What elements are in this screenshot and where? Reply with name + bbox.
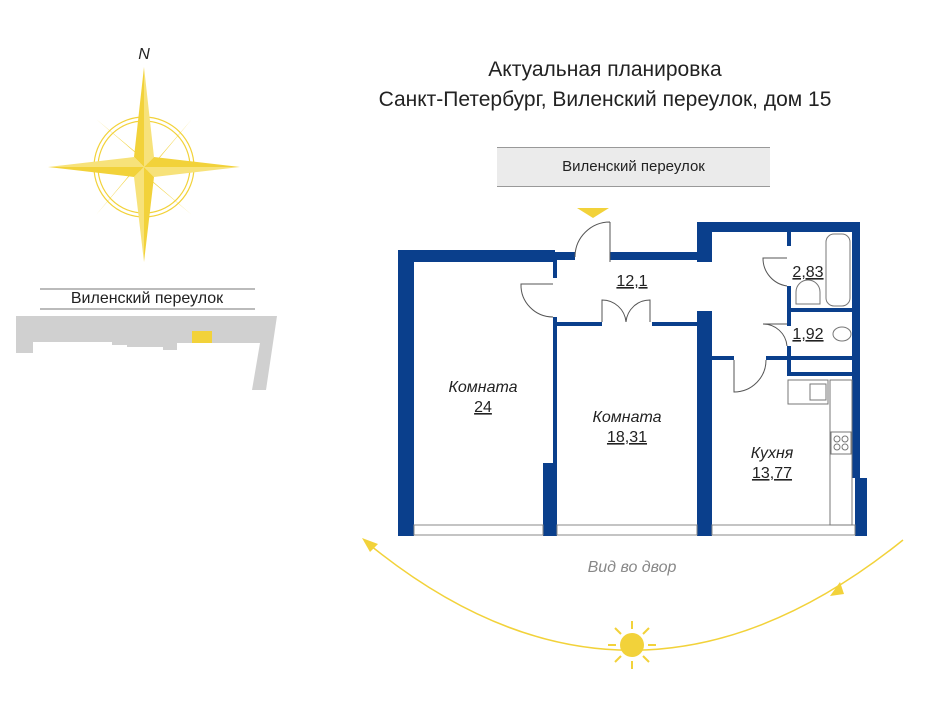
north-label: N: [138, 46, 150, 63]
site-map: Виленский переулок: [16, 288, 277, 390]
room-name: Кухня: [751, 445, 794, 462]
yard-view-label: Вид во двор: [588, 559, 677, 576]
kitchen-worktop: [829, 379, 853, 526]
toilet-icon: [832, 326, 852, 342]
room-area: 18,31: [607, 429, 647, 446]
room-name: Комната: [592, 409, 661, 426]
kitchen-counter: [787, 379, 829, 405]
room-area: 13,77: [752, 465, 792, 482]
hall-area: 12,1: [616, 273, 647, 290]
arrow-icon: [830, 582, 844, 596]
apartment-marker: [192, 331, 212, 343]
toilet-area: 1,92: [792, 326, 823, 343]
page-title: Актуальная планировка: [488, 58, 722, 81]
address: Санкт-Петербург, Виленский переулок, дом…: [378, 88, 832, 111]
sun-path: Вид во двор: [362, 538, 904, 669]
sun-icon: [608, 621, 656, 669]
room-area: 24: [474, 399, 492, 416]
bathtub-icon: [825, 233, 851, 307]
arrow-icon: [362, 538, 378, 552]
bathroom-area: 2,83: [792, 264, 823, 281]
floor-plan: Комната 24 Комната 18,31 Кухня 13,77 12,…: [398, 221, 867, 536]
street-label: Виленский переулок: [497, 147, 770, 187]
stove-icon: [830, 431, 852, 455]
room-name: Комната: [448, 379, 517, 396]
compass-rose-icon: N: [48, 46, 240, 262]
building-shape: [16, 316, 277, 390]
sink-icon: [795, 279, 821, 305]
entrance-marker-icon: [577, 208, 609, 218]
fixtures: [787, 233, 853, 526]
site-map-street-label: Виленский переулок: [71, 290, 224, 307]
